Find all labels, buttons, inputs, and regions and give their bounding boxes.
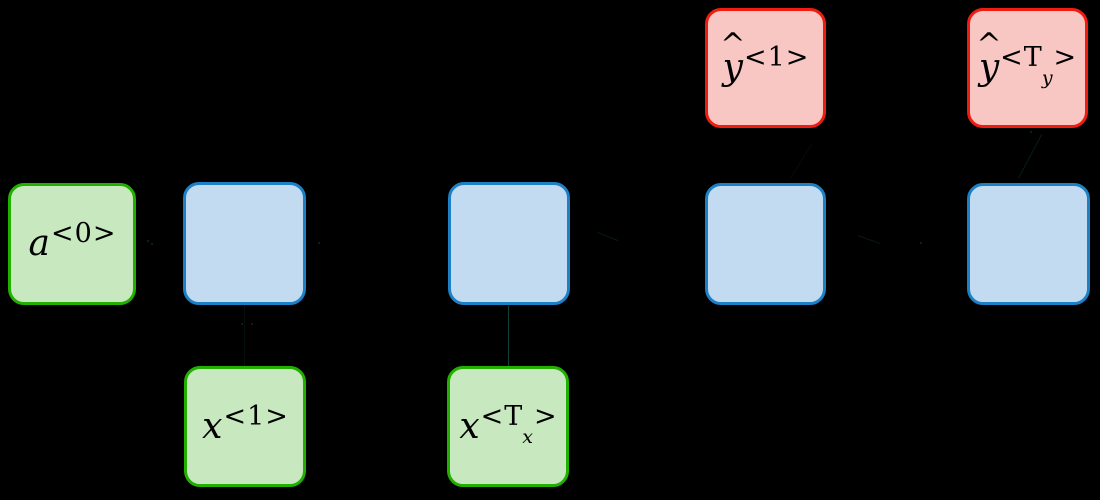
- connector-speck-activation-to-hidden-b: [151, 243, 153, 245]
- connector-hidden-chain-4-5: [857, 235, 881, 245]
- connector-speck-hidden-3-4: [920, 242, 922, 244]
- connector-speck-output-last-tail: [1030, 131, 1032, 133]
- node-output-yhat-1[interactable]: ^y<1>: [705, 8, 826, 128]
- connector-speck-input-first-a: [241, 323, 243, 325]
- connector-speck-input-first-b: [251, 323, 253, 325]
- connector-input-first-to-hidden: [244, 306, 245, 366]
- hat-accent-icon: ^: [720, 27, 746, 62]
- node-hidden-cell-1[interactable]: [183, 182, 306, 305]
- connector-hidden-chain-2-3: [597, 232, 619, 242]
- node-hidden-cell-3[interactable]: [705, 183, 826, 305]
- connector-hidden-to-output-first: [790, 144, 813, 179]
- connector-speck-activation-to-hidden-a: [147, 240, 149, 242]
- node-hidden-cell-2[interactable]: [448, 182, 570, 305]
- node-input-x1-label: x<1>: [202, 400, 288, 447]
- node-hidden-cell-4[interactable]: [967, 183, 1090, 305]
- node-input-x1[interactable]: x<1>: [184, 366, 306, 487]
- connector-input-last-to-hidden: [508, 306, 509, 366]
- connector-hidden-to-output-last: [1018, 133, 1043, 179]
- node-output-yhat-1-label: ^y<1>: [720, 27, 809, 88]
- connector-speck-hidden-1-2: [318, 242, 320, 244]
- node-activation-a0[interactable]: a<0>: [8, 183, 136, 305]
- node-activation-a0-label: a<0>: [28, 218, 116, 264]
- hat-accent-icon: ^: [976, 27, 1002, 62]
